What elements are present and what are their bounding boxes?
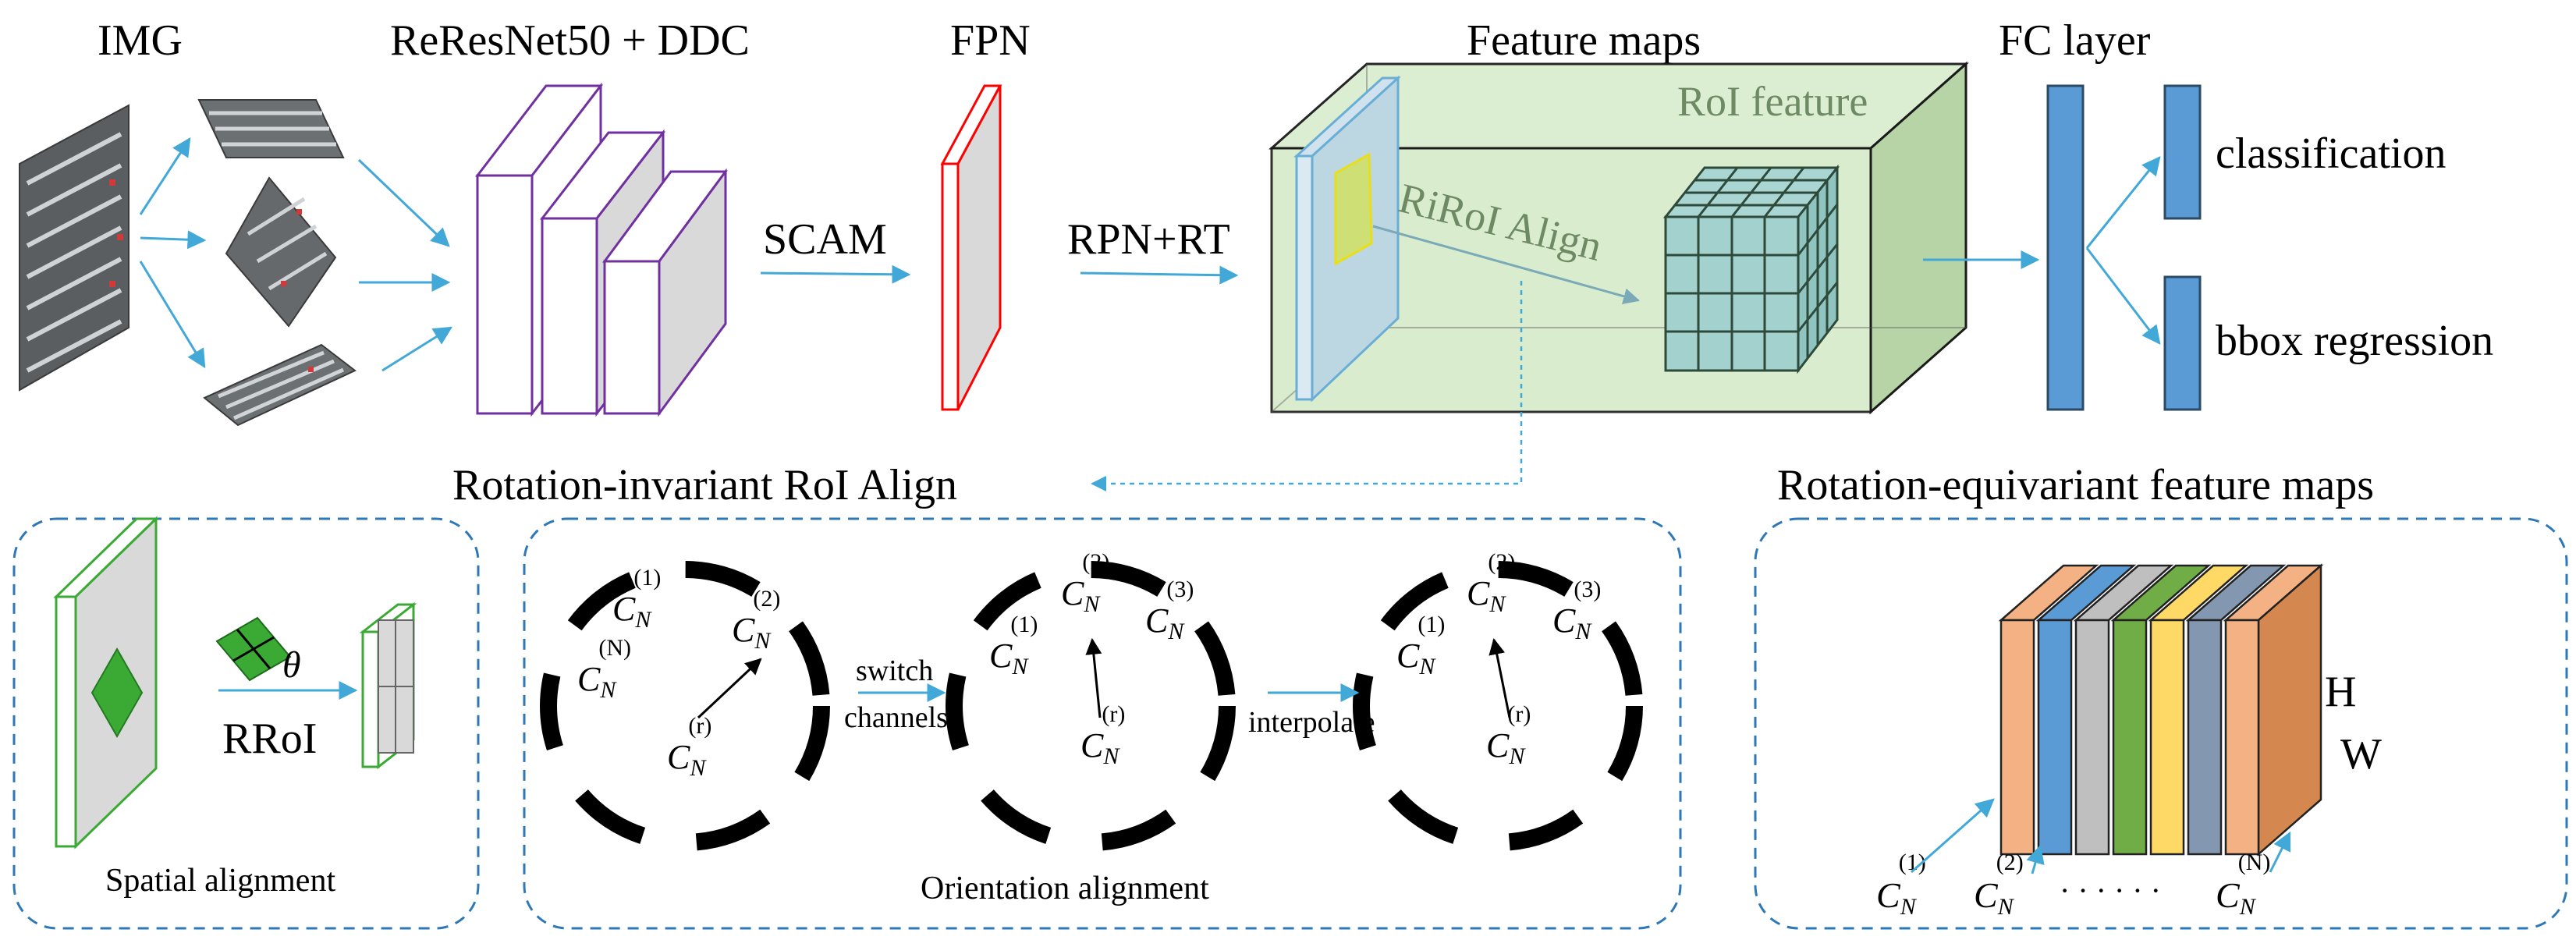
svg-text:CN(1): CN(1) [1876, 850, 1926, 920]
aerial-image-rotated-1 [197, 99, 345, 158]
equivariant-slice-6 [2185, 564, 2287, 856]
spatial-panel [12, 517, 480, 930]
cls-bar [2163, 84, 2202, 220]
bbox-regression-label: bbox regression [2216, 317, 2493, 365]
orientation-circle-3 [1353, 561, 1643, 851]
rroi-patch [215, 616, 292, 682]
fc-bar [2046, 84, 2085, 411]
aerial-image-rotated-2 [225, 176, 337, 328]
svg-text:CN(2): CN(2) [732, 586, 780, 654]
aerial-image-main [19, 104, 130, 392]
rroi-output-grid [359, 601, 417, 770]
equivariant-slice-1 [1998, 564, 2099, 856]
equivariant-slice-7 [2223, 563, 2324, 857]
svg-text:CN(r): CN(r) [667, 713, 711, 781]
c2-arrow [2026, 844, 2045, 874]
scam-arrow [760, 264, 911, 284]
svg-text:CN(2): CN(2) [1061, 549, 1109, 617]
switch-label: switch [856, 654, 933, 687]
rroi-label: RRoI [222, 715, 317, 763]
spatial-feature-slab [53, 516, 159, 850]
bbox-arrow [2085, 247, 2161, 345]
channels-label: channels [844, 701, 948, 734]
svg-text:CN(3): CN(3) [1145, 576, 1194, 644]
orientation-circles [540, 561, 1643, 851]
cls-arrow [2085, 156, 2161, 249]
equivariant-panel [1754, 517, 2568, 930]
rpn-arrow [1080, 265, 1239, 285]
circle-1-labels: CN(1) CN(2) CN(N) CN(r) [577, 565, 780, 781]
c1-arrow [1911, 798, 1995, 874]
equivariant-slice-5 [2148, 564, 2249, 856]
scam-label: SCAM [763, 215, 887, 264]
fpn-label: FPN [950, 16, 1031, 65]
orientation-panel [523, 517, 1682, 930]
svg-text:· · · · · ·: · · · · · · [2060, 873, 2161, 908]
rpn-rt-label: RPN+RT [1067, 215, 1230, 264]
orientation-circle-2 [946, 561, 1236, 851]
svg-text:CN(N): CN(N) [577, 635, 631, 703]
equivariant-slice-4 [2110, 564, 2212, 856]
equivariant-title: Rotation-equivariant feature maps [1777, 461, 2374, 509]
svg-text:CN(r): CN(r) [1486, 701, 1531, 769]
theta-label: θ [282, 644, 301, 686]
fc-layer-label: FC layer [1999, 16, 2151, 65]
svg-text:CN(1): CN(1) [1396, 612, 1445, 679]
svg-text:CN(1): CN(1) [612, 565, 661, 633]
riroi-title: Rotation-invariant RoI Align [452, 461, 957, 509]
cn-arrow [2269, 831, 2291, 873]
svg-text:CN(r): CN(r) [1080, 701, 1125, 769]
circle-3-labels: CN(2) CN(3) CN(1) CN(r) [1396, 549, 1601, 769]
interpolate-label: interpolate [1248, 706, 1375, 739]
img-label: IMG [98, 16, 183, 65]
circle-3-pointer [1488, 637, 1511, 718]
svg-text:CN(2): CN(2) [1467, 549, 1515, 617]
svg-text:CN(1): CN(1) [989, 612, 1038, 679]
svg-text:CN(2): CN(2) [1974, 850, 2024, 920]
equivariant-slice-3 [2073, 564, 2174, 856]
backbone-blocks [474, 82, 728, 417]
aerial-image-rotated-3 [203, 343, 357, 427]
circle-2-pointer [1085, 637, 1102, 718]
backbone-block-3 [602, 168, 728, 417]
roi-feature-label: RoI feature [1677, 78, 1868, 125]
img-arrows [139, 137, 453, 372]
roi-grid-cube [1662, 164, 1840, 374]
svg-text:CN(3): CN(3) [1552, 576, 1601, 644]
equivariant-channel-labels: CN(1) CN(2) CN(N) · · · · · · [1876, 850, 2270, 920]
equivariant-stack [1998, 563, 2324, 857]
feature-maps-label: Feature maps [1467, 16, 1701, 65]
h-label: H [2325, 668, 2356, 716]
backbone-label: ReResNet50 + DDC [390, 16, 750, 65]
fpn-block [940, 84, 1002, 411]
spatial-caption: Spatial alignment [105, 863, 335, 899]
classification-label: classification [2216, 129, 2446, 178]
riroi-dotted-connector [1091, 281, 1523, 491]
circle-2-labels: CN(2) CN(3) CN(1) CN(r) [989, 549, 1194, 769]
equivariant-slice-2 [2035, 564, 2137, 856]
orientation-caption: Orientation alignment [921, 871, 1209, 906]
orientation-circle-1 [540, 561, 830, 851]
w-label: W [2340, 730, 2382, 779]
riroi-arrow [1372, 225, 1641, 305]
circle-1-pointer [697, 658, 762, 719]
bbox-bar [2163, 275, 2202, 411]
svg-text:CN(N): CN(N) [2216, 850, 2270, 920]
